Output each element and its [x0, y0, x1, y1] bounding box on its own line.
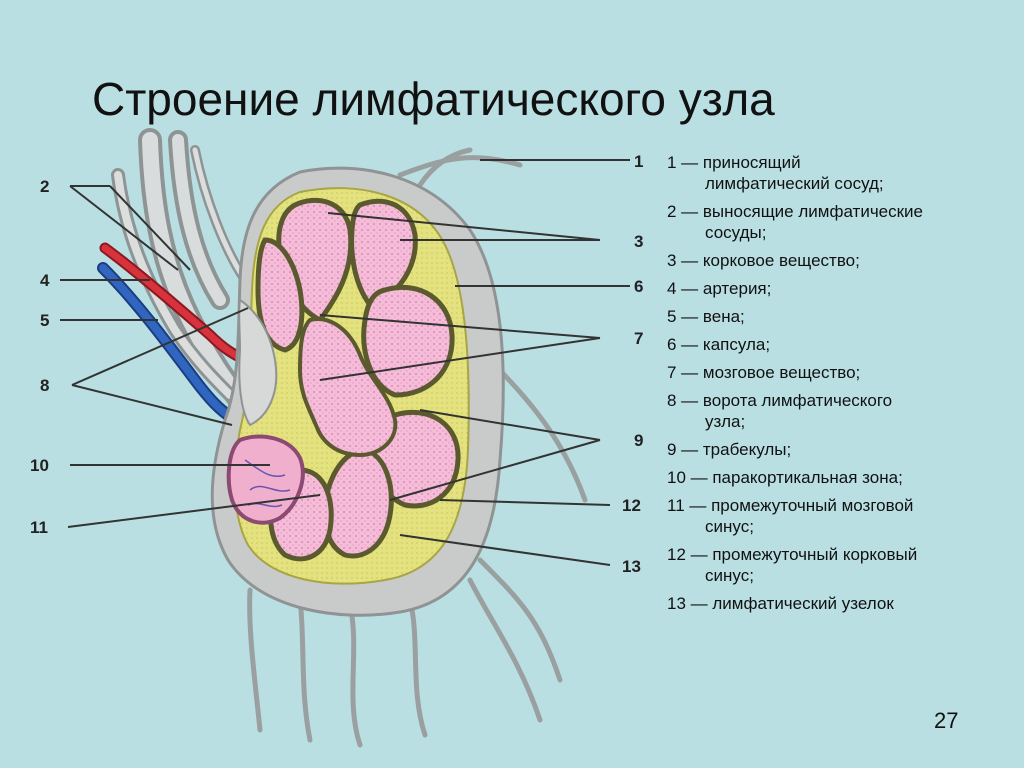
slide-title: Строение лимфатического узла [92, 73, 775, 125]
callout-11: 11 [30, 518, 48, 537]
legend-item: 7 — мозговое вещество; [667, 363, 861, 382]
callout-7: 7 [634, 329, 643, 348]
legend-item: 10 — паракортикальная зона; [667, 468, 903, 487]
paracortical-zone [226, 434, 305, 525]
callout-6: 6 [634, 277, 643, 296]
callout-9: 9 [634, 431, 643, 450]
legend-item: 9 — трабекулы; [667, 440, 792, 459]
callout-8: 8 [40, 376, 49, 395]
callout-10: 10 [30, 456, 49, 475]
legend-item: 13 — лимфатический узелок [667, 594, 894, 613]
callout-1: 1 [634, 152, 643, 171]
page-number: 27 [934, 708, 959, 733]
callout-2: 2 [40, 177, 49, 196]
legend-item: 3 — корковое вещество; [667, 251, 860, 270]
medulla [297, 317, 398, 458]
legend-item: 5 — вена; [667, 307, 745, 326]
hilum [238, 298, 278, 427]
lymph-lobules [255, 197, 461, 562]
leader-lines [60, 159, 630, 566]
callout-12: 12 [622, 496, 641, 515]
legend-item: 4 — артерия; [667, 279, 772, 298]
callout-5: 5 [40, 311, 49, 330]
legend-item: 6 — капсула; [667, 335, 771, 354]
callout-3: 3 [634, 232, 643, 251]
callout-13: 13 [622, 557, 641, 576]
callout-4: 4 [40, 271, 50, 290]
